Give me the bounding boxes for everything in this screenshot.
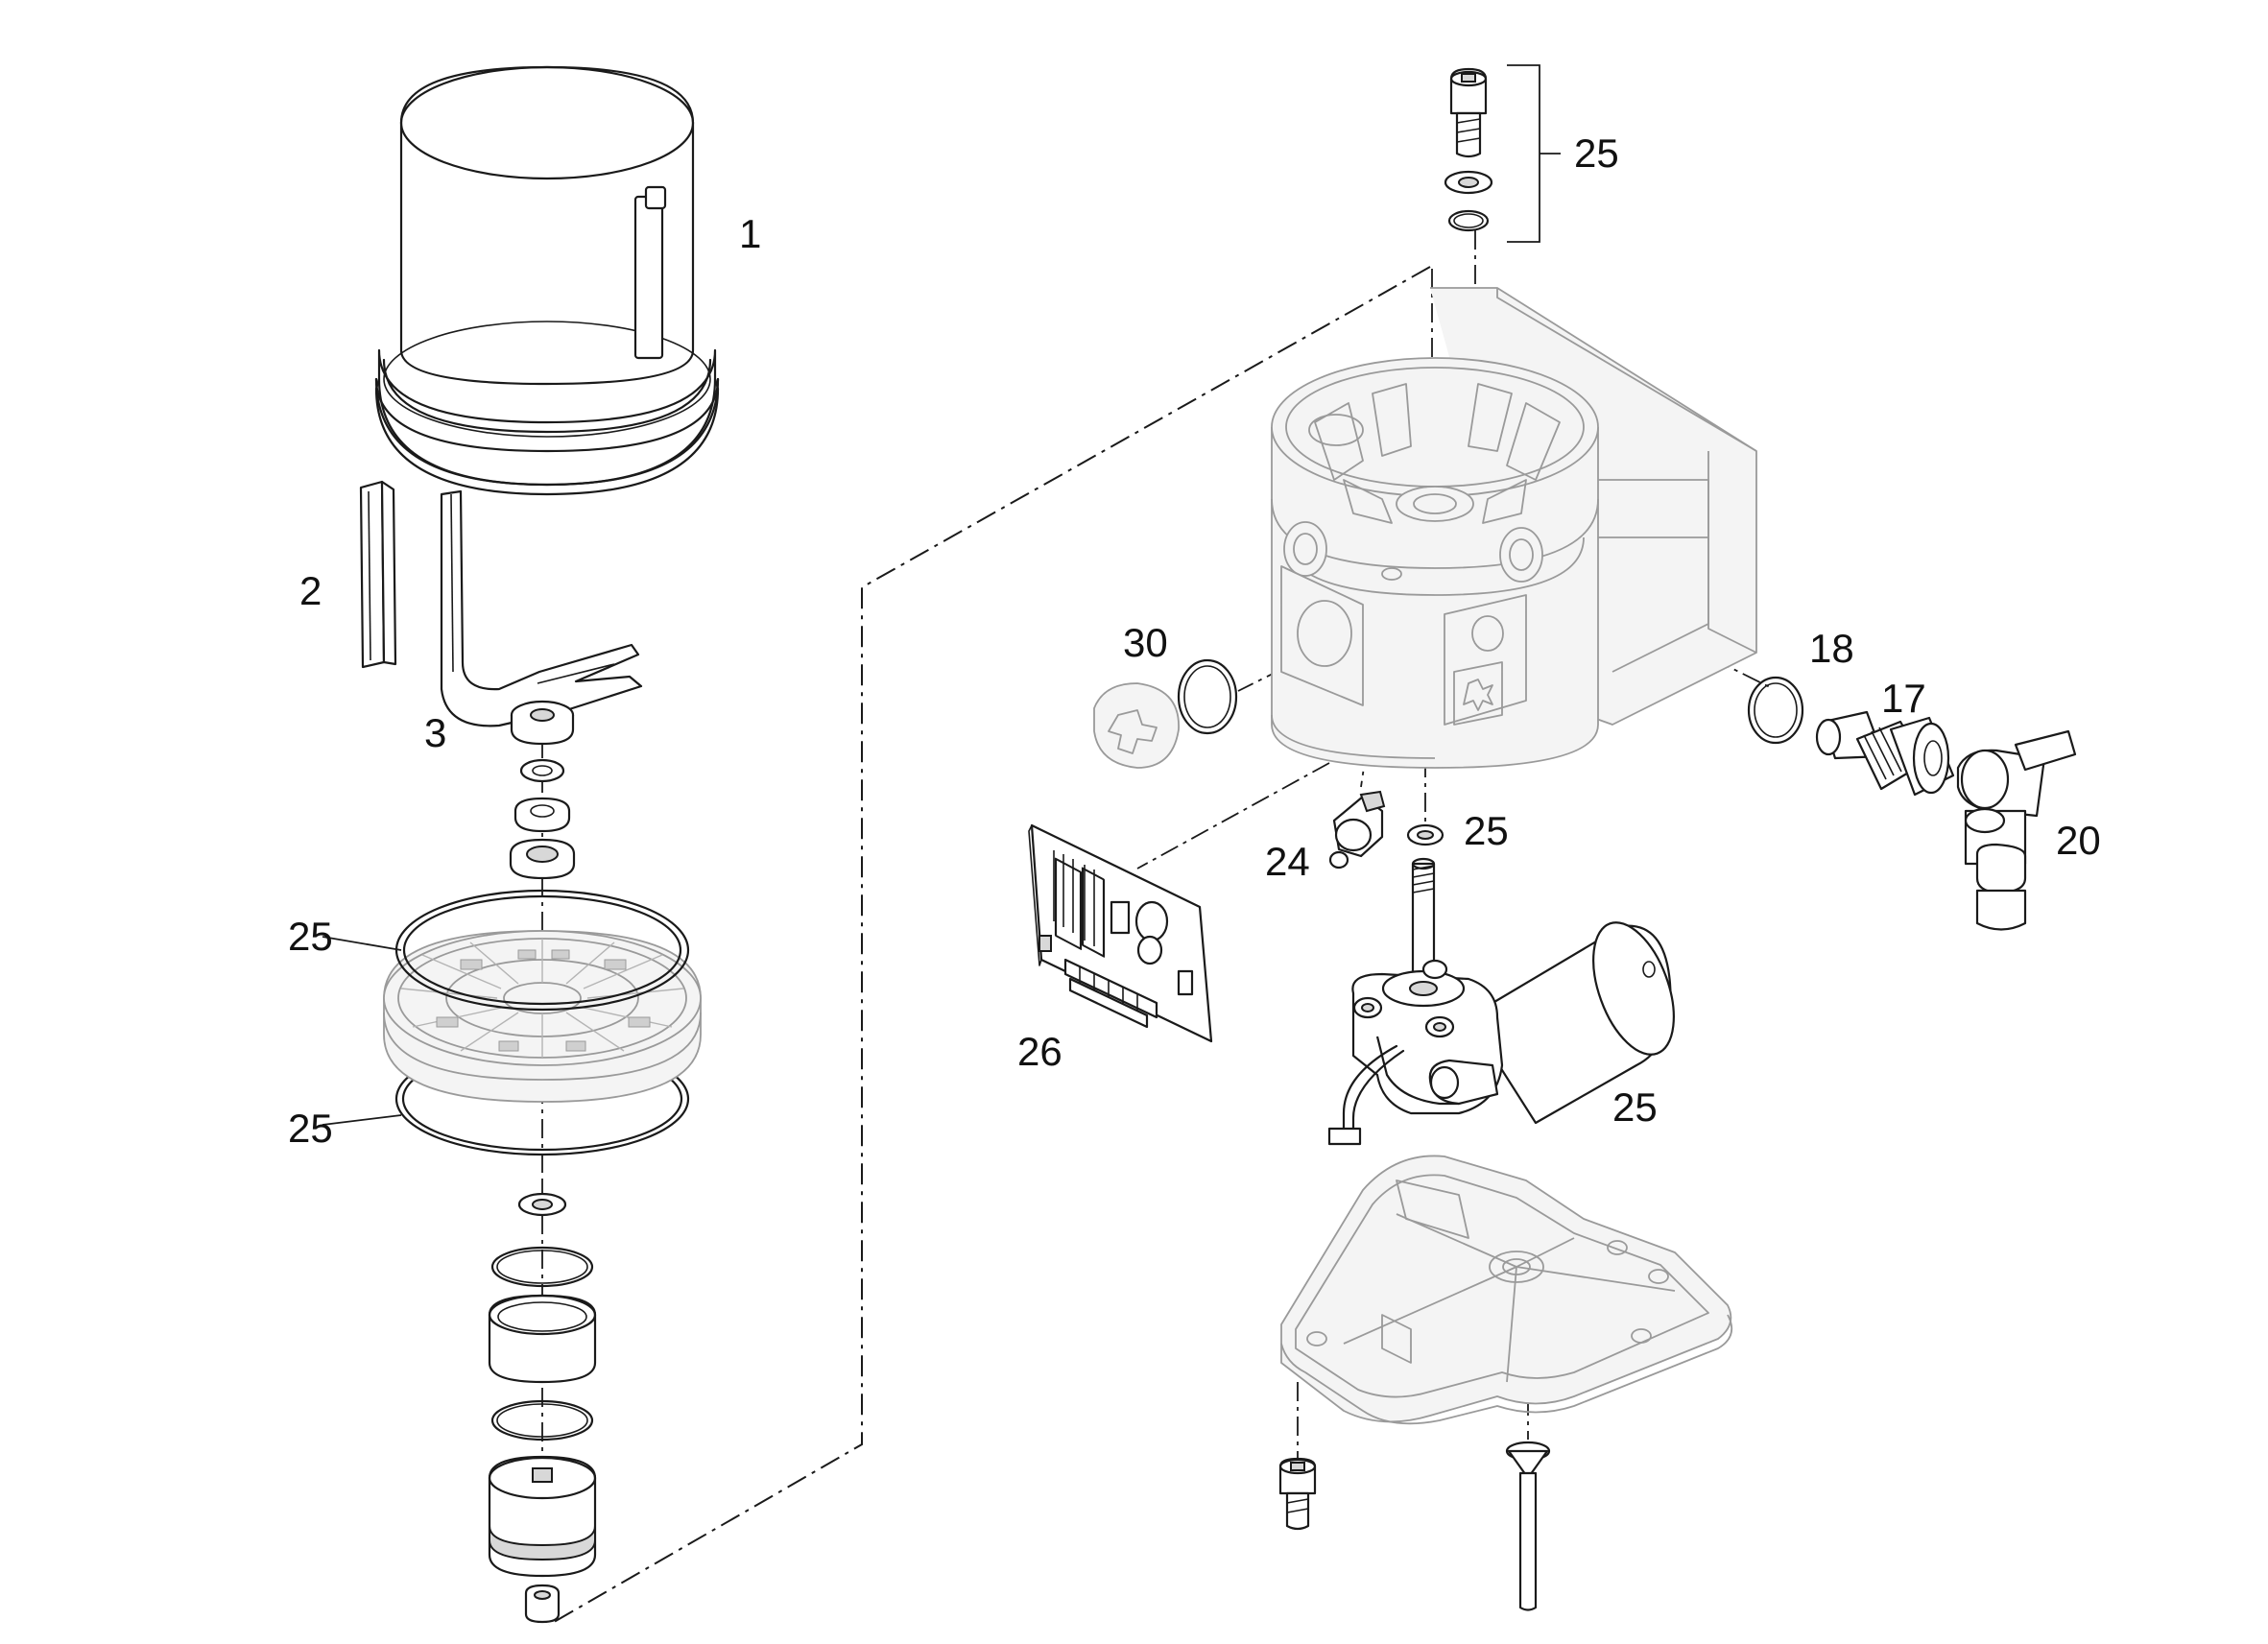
part-grease-nipple-24: [1328, 790, 1386, 870]
part-screw-fitting-17: [1815, 710, 1955, 797]
label-25-upper-ring: 25: [288, 914, 333, 959]
label-25-washer: 25: [1464, 808, 1509, 853]
part-follower-plate: [383, 889, 702, 1156]
part-elbow-fitting-20: [1956, 729, 2077, 931]
label-17: 17: [1881, 676, 1926, 721]
label-24: 24: [1265, 839, 1310, 884]
part-reservoir-cap: [374, 65, 720, 496]
label-1: 1: [739, 211, 761, 256]
label-2: 2: [299, 568, 322, 613]
part-washer-stack-upper: [509, 758, 576, 880]
part-bottom-pin: [1505, 1441, 1551, 1611]
part-oring-30-and-plug: [1093, 658, 1238, 769]
part-pump-housing: [1271, 287, 1757, 769]
part-lower-stack: [488, 1192, 597, 1624]
label-30: 30: [1123, 620, 1168, 665]
part-bottom-bolt: [1278, 1457, 1317, 1531]
part-base-plate: [1280, 1155, 1733, 1425]
part-top-bolt-set: [1444, 64, 1561, 243]
part-circuit-board-26: [1028, 823, 1213, 1043]
part-oring-18: [1747, 676, 1804, 745]
label-26: 26: [1017, 1029, 1062, 1074]
part-stirring-paddle: [440, 489, 643, 746]
label-20: 20: [2056, 818, 2101, 863]
part-washer-center: [1406, 823, 1444, 846]
part-strip: [359, 480, 397, 669]
label-25-motor: 25: [1612, 1084, 1658, 1130]
label-25-lower-ring: 25: [288, 1106, 333, 1151]
label-3: 3: [424, 710, 446, 755]
label-18: 18: [1809, 626, 1854, 671]
part-drive-motor: [1327, 857, 1675, 1146]
label-25-bolt-set: 25: [1574, 131, 1619, 176]
